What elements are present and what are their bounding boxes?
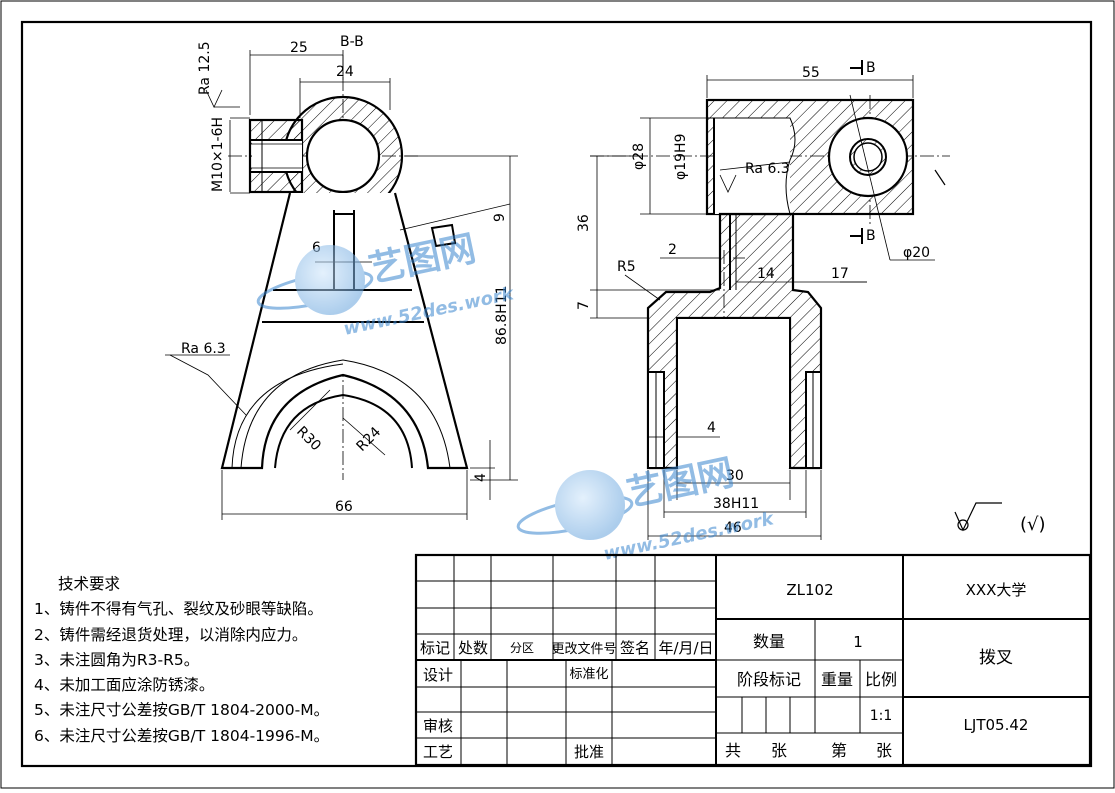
ra-6-3-left: Ra 6.3 — [181, 341, 226, 357]
approve-label: 批准 — [574, 743, 604, 761]
quantity-value: 1 — [853, 633, 863, 651]
title-block — [414, 553, 1092, 767]
tech-requirement-item: 3、未注圆角为R3-R5。 — [34, 650, 200, 669]
sheet-total-label: 共 — [725, 741, 741, 760]
sheet-unit-1: 张 — [771, 741, 787, 760]
dim-r30: R30 — [293, 424, 324, 455]
tech-requirements: 技术要求 1、铸件不得有气孔、裂纹及砂眼等缺陷。 2、铸件需经退货处理，以消除内… — [34, 572, 414, 749]
stage-label: 阶段标记 — [737, 670, 801, 689]
dim-r5: R5 — [617, 259, 636, 275]
rev-header-date: 年/月/日 — [658, 639, 713, 657]
dim-14: 14 — [757, 266, 775, 282]
dim-66: 66 — [335, 499, 353, 515]
right-view — [590, 60, 1002, 540]
thread-spec: M10×1-6H — [210, 117, 226, 192]
scale-value: 1:1 — [870, 708, 893, 724]
standard-label: 标准化 — [569, 667, 608, 682]
drawing-number: LJT05.42 — [964, 716, 1029, 734]
dim-24: 24 — [336, 64, 354, 80]
ra-12-5: Ra 12.5 — [197, 41, 213, 95]
surface-note: (√) — [1020, 514, 1046, 535]
school-name: XXX大学 — [966, 581, 1027, 599]
quantity-label: 数量 — [753, 632, 785, 651]
tech-requirements-title: 技术要求 — [58, 575, 121, 593]
process-label: 工艺 — [423, 743, 453, 761]
dim-38: 38H11 — [713, 496, 759, 512]
rev-header-sign: 签名 — [620, 639, 650, 657]
dim-4-left: 4 — [473, 473, 489, 482]
tech-requirement-item: 1、铸件不得有气孔、裂纹及砂眼等缺陷。 — [34, 600, 323, 619]
right-view-labels: B B 55 φ28 φ19H9 Ra 6.3 36 2 R5 14 17 φ2… — [576, 60, 1046, 536]
tech-requirement-item: 2、铸件需经退货处理，以消除内应力。 — [34, 625, 308, 644]
section-label: B-B — [340, 34, 364, 50]
tech-requirement-item: 4、未加工面应涂防锈漆。 — [34, 676, 215, 695]
section-mark-top: B — [866, 60, 876, 76]
dim-phi19: φ19H9 — [673, 134, 689, 180]
ra-6-3-right: Ra 6.3 — [745, 161, 790, 177]
check-label: 审核 — [423, 717, 453, 735]
dim-17: 17 — [831, 266, 849, 282]
dim-86-8: 86.8H11 — [494, 285, 510, 345]
part-name: 拨叉 — [979, 648, 1013, 668]
title-block-text: ZL102 XXX大学 数量 1 拨叉 阶段标记 重量 比例 1:1 LJT05… — [420, 581, 1028, 761]
rev-header-count: 处数 — [458, 639, 488, 657]
dim-4-right: 4 — [707, 420, 716, 436]
watermark-url-2: www.52des.work — [602, 508, 777, 565]
rev-header-zone: 分区 — [510, 641, 534, 655]
section-mark-bottom: B — [866, 228, 876, 244]
left-view — [165, 50, 518, 520]
sheet-unit-2: 张 — [876, 741, 892, 760]
design-label: 设计 — [423, 666, 453, 684]
dim-7: 7 — [576, 301, 592, 310]
dim-2: 2 — [668, 242, 677, 258]
dim-36: 36 — [576, 214, 592, 232]
dim-25: 25 — [290, 40, 308, 56]
dim-30: 30 — [726, 468, 744, 484]
scale-label: 比例 — [865, 670, 897, 689]
tech-requirement-item: 6、未注尺寸公差按GB/T 1804-1996-M。 — [34, 726, 330, 745]
weight-label: 重量 — [821, 670, 853, 689]
dim-46: 46 — [724, 520, 742, 536]
material: ZL102 — [786, 581, 833, 599]
rev-header-doc: 更改文件号 — [551, 642, 616, 657]
dim-phi28: φ28 — [631, 143, 647, 170]
rev-header-mark: 标记 — [420, 639, 450, 657]
tech-requirement-item: 5、未注尺寸公差按GB/T 1804-2000-M。 — [34, 701, 330, 720]
dim-9: 9 — [492, 213, 508, 222]
dim-phi20: φ20 — [903, 245, 930, 261]
dim-55: 55 — [802, 65, 820, 81]
sheet-no-label: 第 — [831, 741, 847, 760]
